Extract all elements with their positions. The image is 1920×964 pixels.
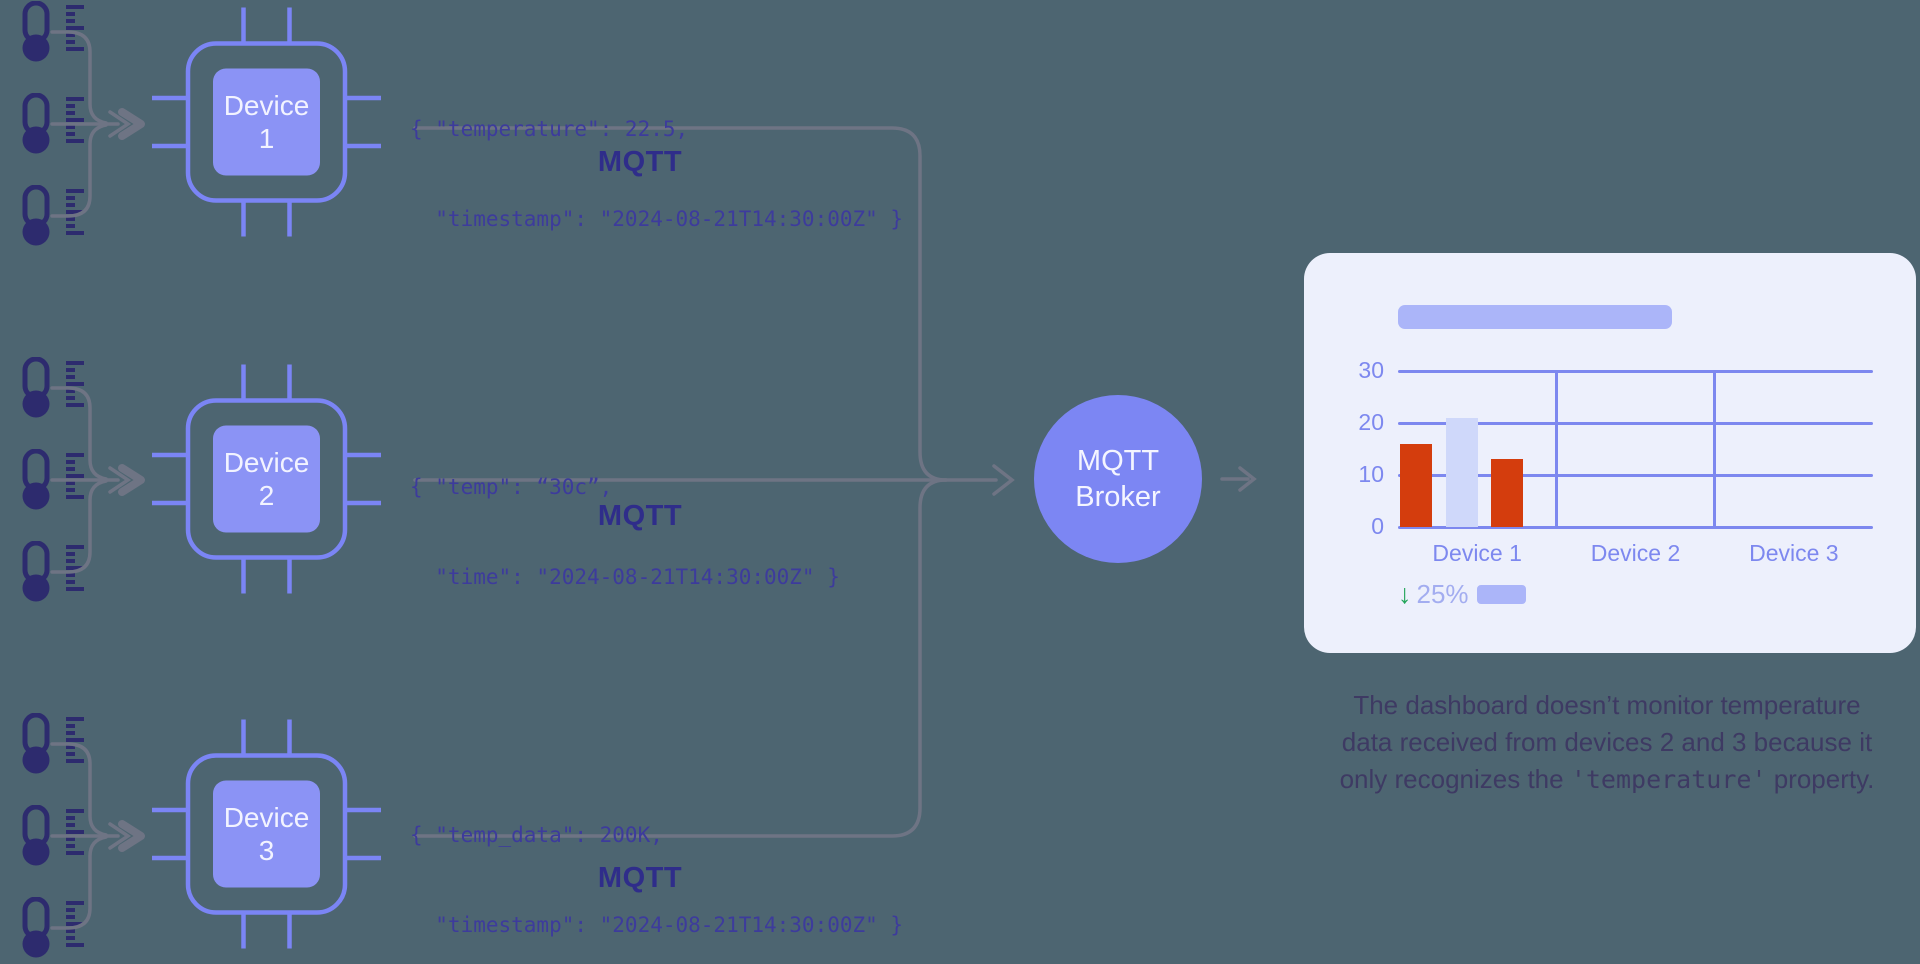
x-axis-category-label: Device 1 (1432, 540, 1522, 566)
x-axis-category-label: Device 3 (1749, 540, 1839, 566)
fan-in-connector (52, 388, 141, 572)
chart-category-divider (1554, 371, 1558, 527)
dashboard-title-skeleton (1398, 305, 1672, 329)
chart-gridline (1398, 525, 1873, 529)
mqtt-protocol-label-1: MQTT (597, 146, 683, 178)
y-axis-tick-label: 10 (1358, 461, 1384, 487)
chart-bar (1400, 443, 1432, 527)
caption-text: The dashboard doesn’t monitor temperatur… (1307, 687, 1907, 798)
x-axis-category-label: Device 2 (1590, 540, 1681, 566)
chart-bar (1491, 459, 1523, 527)
caption-line-2: data received from devices 2 and 3 becau… (1341, 727, 1873, 757)
chart-category-divider (1713, 371, 1717, 527)
mqtt-connector-line-3 (413, 478, 948, 838)
device-2-label: Device 2 (213, 426, 320, 533)
payload-line: { "temperature": 22.5, (410, 117, 689, 141)
chart-bar (1445, 417, 1478, 527)
mqtt-payload-json-1: { "temperature": 22.5, "timestamp": "202… (410, 54, 903, 294)
mqtt-connector-line-1 (413, 126, 948, 482)
payload-line: { "temp_data": 200K, (410, 823, 663, 847)
payload-line: "timestamp": "2024-08-21T14:30:00Z" } (410, 207, 904, 231)
device-label-number: 2 (258, 480, 275, 511)
payload-line: "time": "2024-08-21T14:30:00Z" } (410, 565, 840, 589)
device-label-number: 1 (258, 123, 275, 154)
stat-skeleton-bar (1476, 584, 1526, 604)
stat-value: 25% (1416, 579, 1469, 609)
payload-line: "timestamp": "2024-08-21T14:30:00Z" } (410, 913, 904, 937)
y-axis-tick-label: 0 (1371, 513, 1384, 539)
device-label-word: Device (223, 90, 310, 121)
caption-line-3-code: 'temperature' (1570, 765, 1767, 794)
caption-line-1: The dashboard doesn’t monitor temperatur… (1353, 690, 1861, 720)
caption-line-3: only recognizes the 'temperature' proper… (1307, 761, 1907, 798)
chart-gridline (1398, 369, 1873, 373)
broker-label-line: MQTT (1076, 445, 1160, 477)
device-1-label: Device 1 (213, 69, 320, 176)
y-axis-tick-label: 20 (1358, 409, 1384, 435)
broker-label-line: Broker (1075, 481, 1161, 513)
mqtt-payload-json-2: { "temp": “30c”, "time": "2024-08-21T14:… (410, 412, 840, 652)
mqtt-protocol-label-3: MQTT (597, 862, 683, 894)
device-label-number: 3 (258, 835, 275, 866)
chart-gridline (1398, 421, 1873, 425)
device-label-word: Device (223, 802, 310, 833)
mqtt-payload-json-3: { "temp_data": 200K, "timestamp": "2024-… (410, 760, 903, 964)
fan-in-connector (52, 744, 141, 928)
broker-arrowhead-icon (992, 464, 1015, 496)
dashboard-stat-row: ↓ 25% (1398, 579, 1526, 609)
dashboard-arrowhead-icon (1238, 466, 1257, 492)
y-axis-tick-label: 30 (1358, 357, 1384, 383)
mqtt-broker-label: MQTT Broker (1034, 395, 1202, 563)
chart-gridline (1398, 473, 1873, 477)
mqtt-broker-node (1034, 395, 1202, 563)
device-3-label: Device 3 (213, 781, 320, 888)
mqtt-protocol-label-2: MQTT (597, 500, 683, 532)
fan-in-connector (52, 32, 141, 216)
caption-line-3-prefix: only recognizes the (1339, 764, 1571, 794)
stat-down-arrow-icon: ↓ (1398, 578, 1412, 609)
device-label-word: Device (223, 447, 310, 478)
payload-line: { "temp": “30c”, (410, 475, 613, 499)
caption-line-3-suffix: property. (1766, 764, 1875, 794)
